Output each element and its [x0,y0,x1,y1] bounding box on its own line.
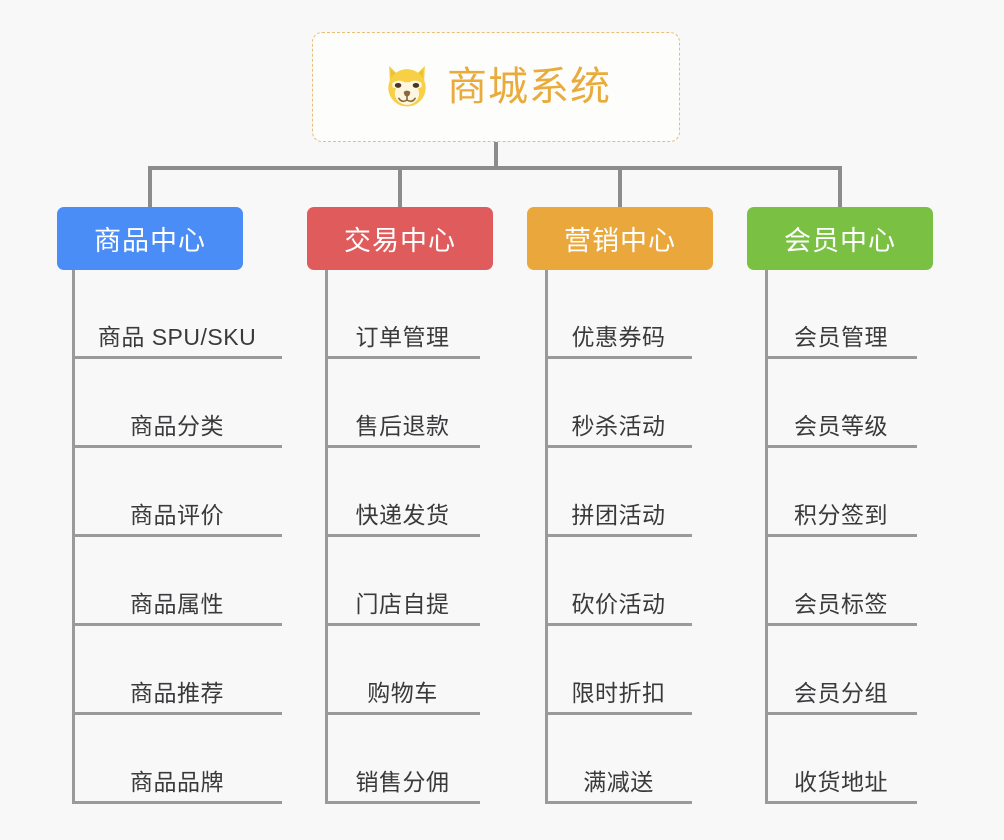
category-box-product-center[interactable]: 商品中心 [57,207,243,270]
leaf-spine-member-center [765,270,768,804]
leaf-item-label: 商品推荐 [130,679,224,706]
leaf-item[interactable]: 购物车 [325,626,480,715]
leaf-item-label: 订单管理 [355,323,450,350]
leaf-item[interactable]: 会员管理 [765,270,917,359]
leaf-spine-marketing-center [545,270,548,804]
leaf-spine-trade-center [325,270,328,804]
leaf-item-label: 快递发货 [355,501,450,528]
leaf-item-label: 限时折扣 [571,679,666,706]
leaf-item-label: 会员管理 [794,323,888,350]
category-box-trade-center[interactable]: 交易中心 [307,207,493,270]
category-label: 商品中心 [94,226,206,256]
leaf-item[interactable]: 会员标签 [765,537,917,626]
shiba-dog-face-icon [388,65,426,108]
leaf-item-label: 商品品牌 [130,768,224,795]
branch-drop-connector-member-center [838,166,842,209]
leaf-item[interactable]: 商品评价 [72,448,282,537]
leaf-item[interactable]: 会员等级 [765,359,917,448]
leaf-item[interactable]: 秒杀活动 [545,359,692,448]
root-node[interactable]: 商城系统 [312,32,680,142]
leaf-item[interactable]: 积分签到 [765,448,917,537]
root-title: 商城系统 [447,65,611,109]
leaf-item[interactable]: 优惠券码 [545,270,692,359]
leaf-item-label: 商品属性 [130,590,224,617]
leaf-item[interactable]: 商品品牌 [72,715,282,804]
leaf-item[interactable]: 限时折扣 [545,626,692,715]
leaf-item-label: 秒杀活动 [571,412,666,439]
leaf-item-label: 会员分组 [794,679,888,706]
leaf-item-label: 收货地址 [794,768,888,795]
branch-bus-connector [150,166,840,170]
leaf-column-product-center: 商品 SPU/SKU 商品分类商品评价商品属性商品推荐商品品牌 [72,270,282,804]
leaf-item-label: 门店自提 [355,590,450,617]
leaf-item[interactable]: 商品属性 [72,537,282,626]
leaf-item-label: 售后退款 [355,412,450,439]
category-label: 交易中心 [344,226,456,256]
leaf-item-label: 购物车 [367,679,438,706]
category-label: 营销中心 [564,226,676,256]
leaf-spine-product-center [72,270,75,804]
leaf-item-label: 商品 SPU/SKU [97,323,257,350]
leaf-column-trade-center: 订单管理售后退款快递发货门店自提购物车销售分佣 [325,270,480,804]
leaf-item[interactable]: 商品推荐 [72,626,282,715]
branch-drop-connector-trade-center [398,166,402,209]
leaf-item[interactable]: 商品分类 [72,359,282,448]
category-box-member-center[interactable]: 会员中心 [747,207,933,270]
leaf-item-label: 拼团活动 [571,501,666,528]
root-stem-connector [494,142,498,169]
category-box-marketing-center[interactable]: 营销中心 [527,207,713,270]
leaf-item-label: 销售分佣 [355,768,450,795]
leaf-item-label: 商品评价 [130,501,224,528]
branch-drop-connector-product-center [148,166,152,209]
leaf-item[interactable]: 收货地址 [765,715,917,804]
leaf-item-label: 积分签到 [794,501,888,528]
leaf-item[interactable]: 会员分组 [765,626,917,715]
leaf-item[interactable]: 售后退款 [325,359,480,448]
leaf-item-label: 满减送 [583,768,654,795]
leaf-item[interactable]: 订单管理 [325,270,480,359]
leaf-column-member-center: 会员管理会员等级积分签到会员标签会员分组收货地址 [765,270,917,804]
leaf-item[interactable]: 砍价活动 [545,537,692,626]
leaf-item[interactable]: 满减送 [545,715,692,804]
leaf-item[interactable]: 商品 SPU/SKU [72,270,282,359]
leaf-item-label: 优惠券码 [571,323,666,350]
leaf-item-label: 会员等级 [794,412,888,439]
category-label: 会员中心 [784,226,896,256]
leaf-item[interactable]: 门店自提 [325,537,480,626]
branch-drop-connector-marketing-center [618,166,622,209]
leaf-item-label: 会员标签 [794,590,888,617]
leaf-item[interactable]: 销售分佣 [325,715,480,804]
leaf-item[interactable]: 拼团活动 [545,448,692,537]
leaf-column-marketing-center: 优惠券码秒杀活动拼团活动砍价活动限时折扣满减送 [545,270,692,804]
leaf-item[interactable]: 快递发货 [325,448,480,537]
leaf-item-label: 商品分类 [130,412,224,439]
leaf-item-label: 砍价活动 [571,590,666,617]
